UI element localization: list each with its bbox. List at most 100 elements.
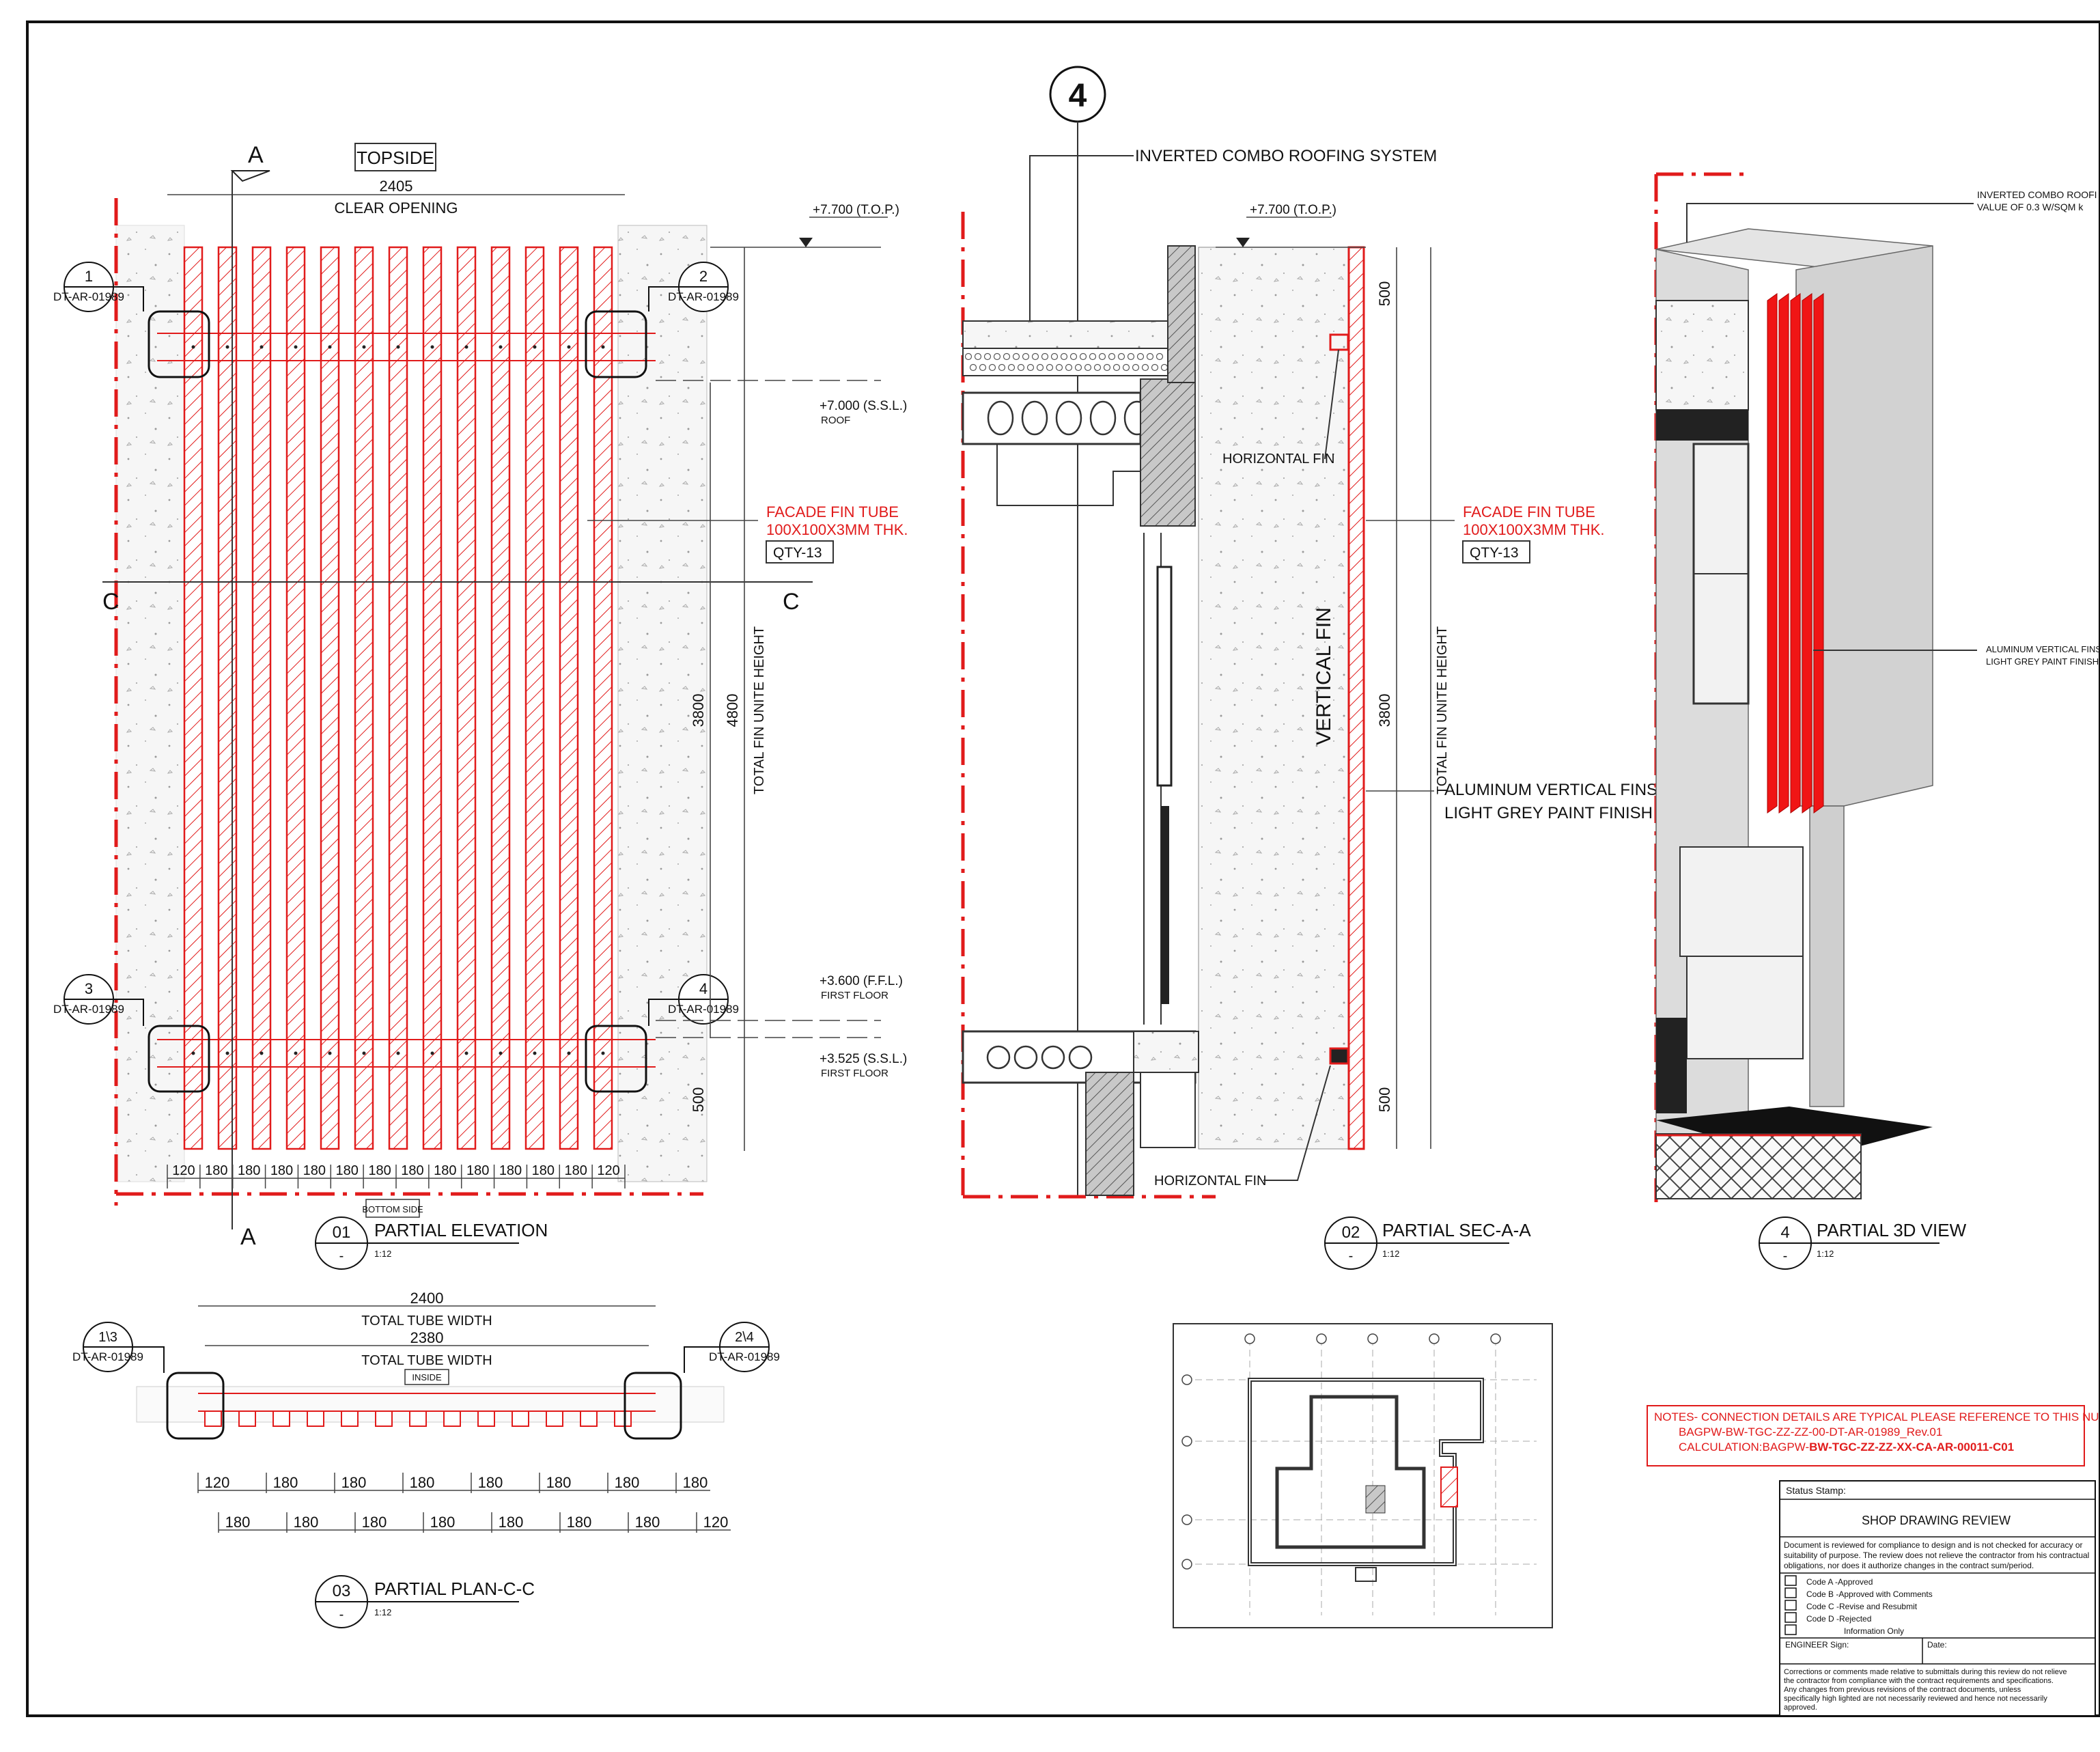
plan-callout-right[interactable]: 2\4 DT-AR-01989	[624, 1322, 780, 1440]
qty-label: QTY-13	[773, 545, 822, 561]
plan-callout-left[interactable]: 1\3 DT-AR-01989	[72, 1322, 225, 1440]
code-b-checkbox[interactable]	[1784, 1587, 1797, 1598]
fin-tubes-elevation	[183, 246, 613, 1150]
section-a-mark-bottom: A	[240, 1224, 256, 1250]
section-a-flag-top	[230, 170, 270, 182]
code-d-checkbox[interactable]	[1784, 1612, 1797, 1623]
svg-text:+3.600 (F.F.L.): +3.600 (F.F.L.)	[820, 974, 903, 988]
svg-text:-: -	[339, 1249, 344, 1264]
svg-text:Code A -Approved: Code A -Approved	[1806, 1577, 1873, 1587]
fin-fixing-top	[430, 345, 434, 349]
gravel-dot	[1132, 363, 1140, 372]
section-qty-label: QTY-13	[1470, 545, 1519, 561]
plan-dim-value: 180	[683, 1474, 708, 1491]
fin-tube	[354, 246, 374, 1150]
stamp-intro-3: obligations, nor does it authorize chang…	[1784, 1561, 2034, 1570]
gravel-dot	[1141, 363, 1149, 372]
svg-text:DT-AR-01989: DT-AR-01989	[53, 1003, 124, 1016]
fin-fixing-bottom	[499, 1051, 503, 1055]
info-only-row[interactable]: Information Only	[1784, 1624, 1904, 1636]
window-lower-3d-2	[1686, 956, 1804, 1059]
gravel-dot	[1012, 352, 1020, 361]
section-a-mark-top: A	[248, 142, 264, 168]
code-c-checkbox[interactable]	[1784, 1600, 1797, 1611]
fin-tube	[524, 246, 545, 1150]
code-c-row[interactable]: Code C -Revise and Resubmit	[1784, 1600, 1918, 1611]
plan-2380: 2380	[410, 1329, 444, 1346]
hfin-leader-top	[1324, 349, 1339, 460]
svg-text:Information Only: Information Only	[1844, 1626, 1904, 1636]
gravel-dot	[1017, 363, 1025, 372]
gravel-dot	[1156, 352, 1164, 361]
section-qty-box	[1462, 540, 1530, 564]
svg-text:DT-AR-01989: DT-AR-01989	[668, 290, 739, 303]
slab-core	[1013, 1045, 1038, 1070]
svg-text:PARTIAL SEC-A-A: PARTIAL SEC-A-A	[1382, 1220, 1531, 1240]
horizontal-fin-label-bottom: HORIZONTAL FIN	[1154, 1173, 1266, 1188]
gravel-dot	[1007, 363, 1016, 372]
roof-gravel	[964, 352, 1168, 372]
stamp-title: SHOP DRAWING REVIEW	[1862, 1514, 2011, 1527]
section-fin-note-line2: 100X100X3MM THK.	[1463, 521, 1604, 538]
info-only-checkbox[interactable]	[1784, 1624, 1797, 1635]
stamp-footer-4: specifically high lighted are not necess…	[1784, 1695, 2047, 1703]
plan-tube	[307, 1410, 324, 1427]
plan-tube	[477, 1410, 495, 1427]
fin-3d	[1802, 293, 1812, 814]
gravel-dot	[1146, 352, 1154, 361]
svg-text:-: -	[1349, 1249, 1354, 1264]
plan-dim-value: 180	[362, 1514, 387, 1531]
gravel-dot	[1022, 352, 1030, 361]
plan-dim-value: 180	[341, 1474, 367, 1491]
fin-fixing-bottom	[567, 1051, 571, 1055]
dark-band	[1656, 410, 1748, 441]
floor-dark-3d	[1656, 1018, 1687, 1113]
gravel-dot	[1041, 352, 1049, 361]
bottom-side-label: BOTTOM SIDE	[362, 1204, 423, 1214]
hfin-leader-bottom	[1263, 1065, 1331, 1181]
roof-system-label: INVERTED COMBO ROOFING SYSTEM	[1135, 147, 1437, 165]
callout-2[interactable]: 2 DT-AR-01989	[585, 262, 739, 378]
bottom-dim-value: 180	[499, 1163, 522, 1178]
bottom-dim-value: 180	[238, 1163, 260, 1178]
callout-1[interactable]: 1 DT-AR-01989	[53, 262, 210, 378]
code-d-row[interactable]: Code D -Rejected	[1784, 1612, 1871, 1624]
stamp-status-label: Status Stamp:	[1786, 1485, 1846, 1496]
gravel-dot	[979, 363, 987, 372]
floor-beam	[1085, 1072, 1134, 1196]
partial-elevation: 2405 CLEAR OPENING TOPSIDE A A C C 1 DT-…	[53, 142, 908, 1270]
fin-fixing-top	[499, 345, 503, 349]
section-c-mark-left: C	[102, 589, 120, 615]
alu-note-3d-line2: LIGHT GREY PAINT FINISH	[1986, 656, 2099, 667]
callout-3[interactable]: 3 DT-AR-01989	[53, 974, 210, 1093]
gravel-dot	[1093, 363, 1102, 372]
svg-text:PARTIAL 3D VIEW: PARTIAL 3D VIEW	[1817, 1220, 1967, 1240]
fin-3d	[1813, 293, 1824, 814]
fin-fixing-bottom	[260, 1051, 264, 1055]
fin-3d	[1790, 293, 1801, 814]
svg-text:02: 02	[1342, 1223, 1360, 1242]
plan-tube	[546, 1410, 563, 1427]
code-a-checkbox[interactable]	[1784, 1575, 1797, 1586]
dim-3800: 3800	[690, 694, 707, 727]
stamp-engineer: ENGINEER Sign:	[1785, 1640, 1849, 1650]
fin-tube	[490, 246, 511, 1150]
fin-fixing-top	[601, 345, 605, 349]
svg-text:2\4: 2\4	[735, 1330, 754, 1345]
svg-text:-: -	[1783, 1249, 1788, 1264]
fin-fixing-bottom	[396, 1051, 400, 1055]
svg-text:PARTIAL ELEVATION: PARTIAL ELEVATION	[374, 1220, 548, 1240]
window-frame-lower	[1161, 806, 1169, 1004]
fin-fixing-bottom	[533, 1051, 537, 1055]
fin-fixing-bottom	[225, 1051, 229, 1055]
total-height-label: TOTAL FIN UNITE HEIGHT	[752, 626, 767, 794]
section-dim-500-bottom: 500	[1376, 1087, 1393, 1113]
callout-4[interactable]: 4 DT-AR-01989	[585, 974, 739, 1093]
plan-tube	[375, 1410, 393, 1427]
code-b-row[interactable]: Code B -Approved with Comments	[1784, 1587, 1933, 1599]
fin-fixing-bottom	[328, 1051, 332, 1055]
slab-core	[1068, 1045, 1093, 1070]
elevation-left-concrete	[115, 225, 185, 1182]
code-a-row[interactable]: Code A -Approved	[1784, 1575, 1873, 1587]
gravel-dot	[1151, 363, 1159, 372]
